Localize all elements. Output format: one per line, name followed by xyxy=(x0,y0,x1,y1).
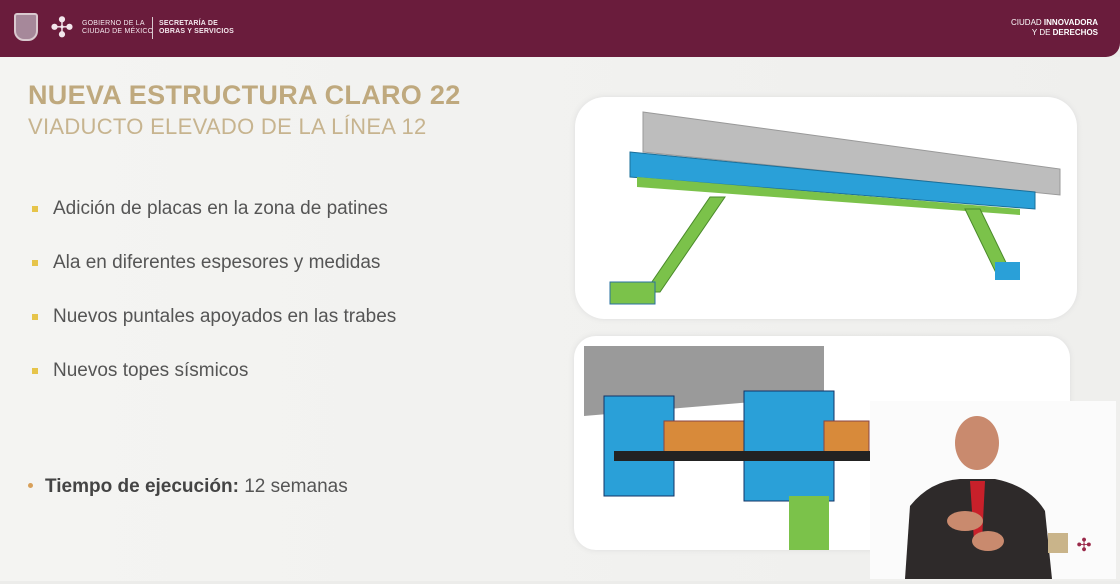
sign-language-interpreter-video: ✣ xyxy=(870,401,1116,579)
cdmx-shield-watermark xyxy=(1048,533,1068,553)
bullet-list: Adición de placas en la zona de patines … xyxy=(30,198,396,414)
cdmx-shield-logo xyxy=(14,13,38,41)
bullet-item: Adición de placas en la zona de patines xyxy=(30,198,396,252)
bullet-item: Nuevos puntales apoyados en las trabes xyxy=(30,306,396,360)
cdmx-knot-logo: ✣ xyxy=(50,12,74,43)
bullet-item: Ala en diferentes espesores y medidas xyxy=(30,252,396,306)
bullet-item: Nuevos topes sísmicos xyxy=(30,360,396,414)
execution-time: Tiempo de ejecución: 12 semanas xyxy=(28,476,348,498)
divider xyxy=(152,17,153,39)
slide-subtitle: VIADUCTO ELEVADO DE LA LÍNEA 12 xyxy=(28,114,427,139)
cdmx-knot-watermark: ✣ xyxy=(1076,535,1091,555)
slogan: CIUDAD INNOVADORA Y DE DERECHOS xyxy=(1011,18,1098,37)
slide-title: NUEVA ESTRUCTURA CLARO 22 xyxy=(28,80,461,110)
structure-render-side-view xyxy=(575,97,1077,319)
